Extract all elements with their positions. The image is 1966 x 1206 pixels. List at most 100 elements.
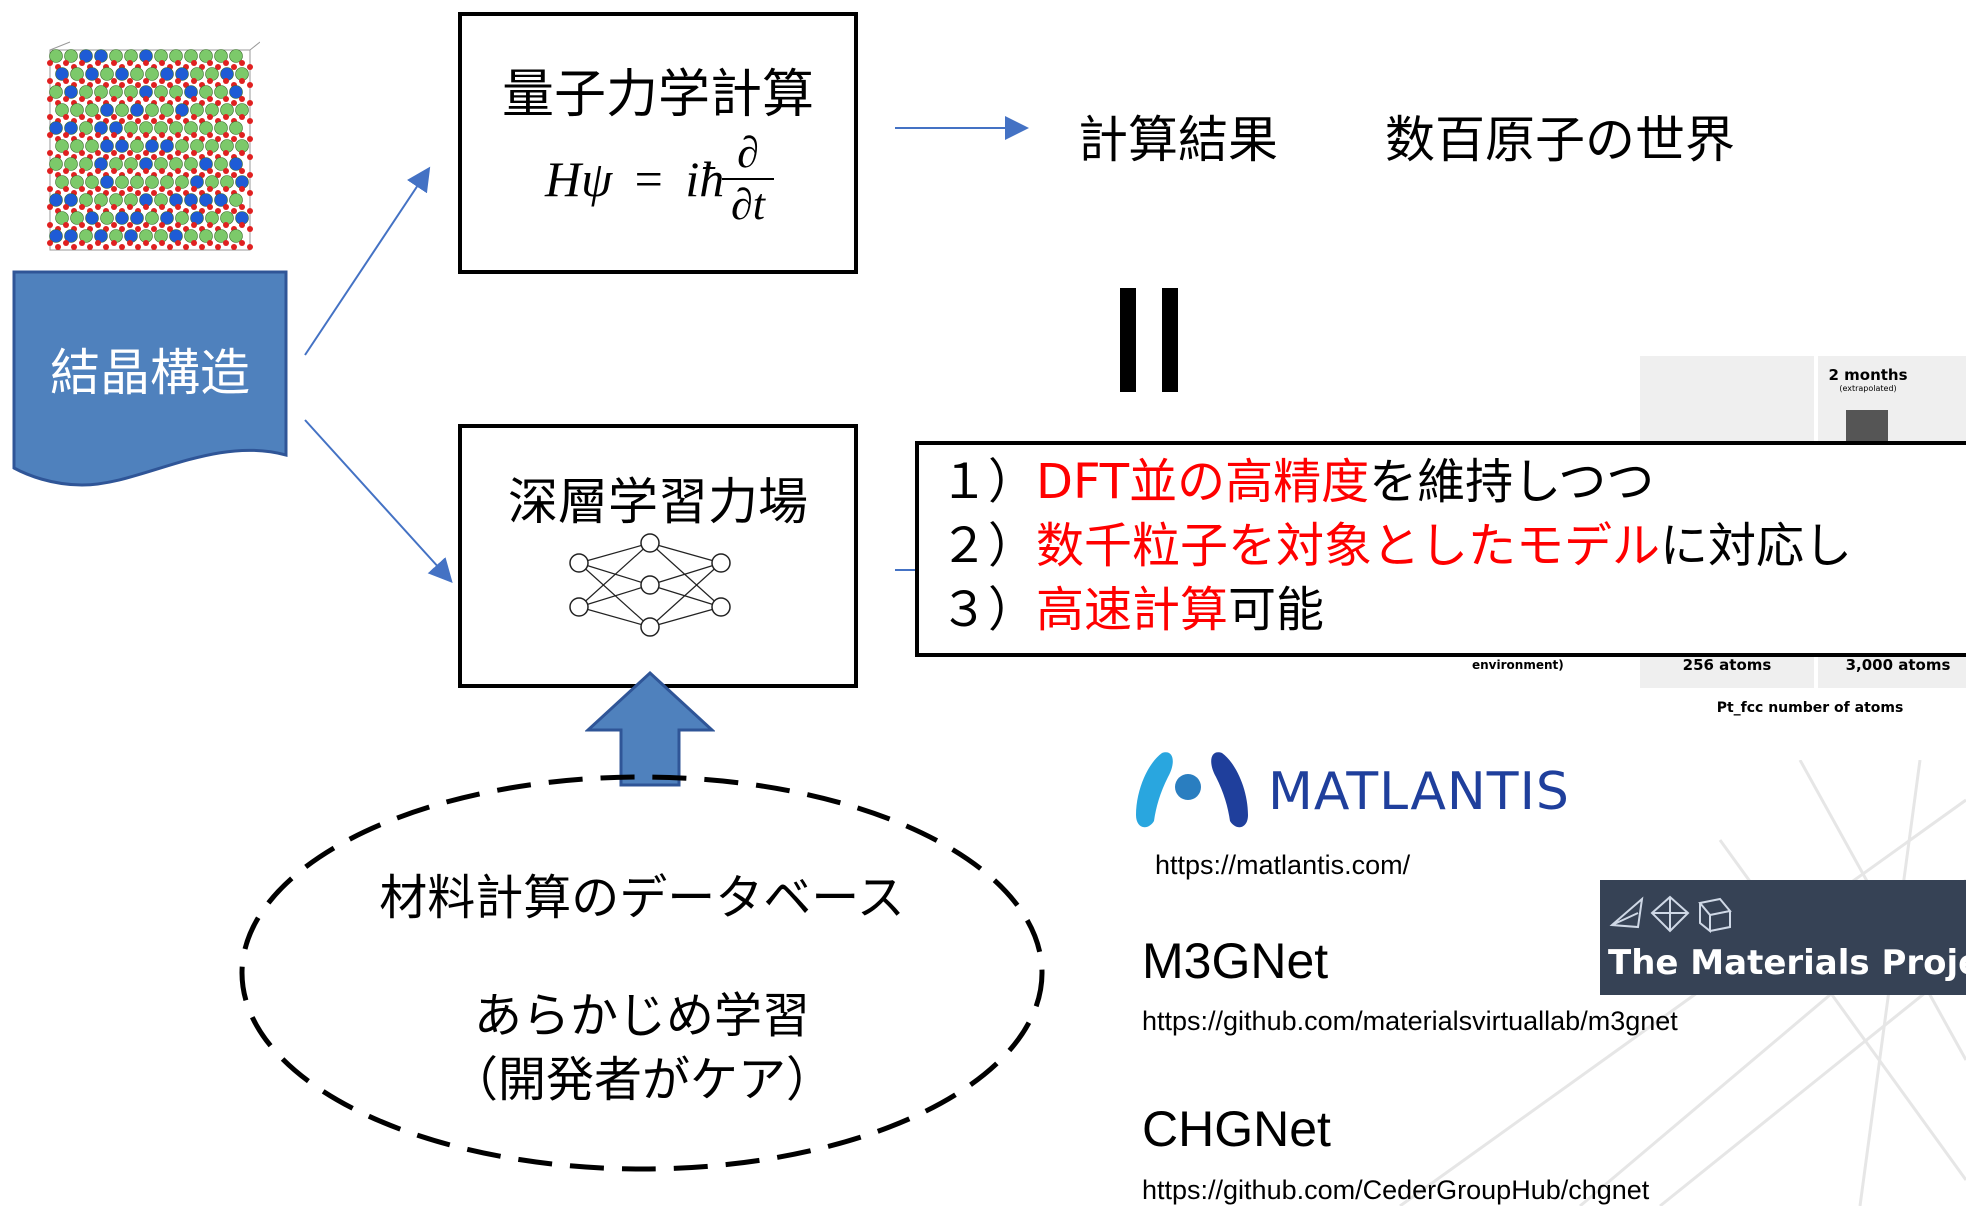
crystal-oxygen [63, 78, 69, 84]
crystal-oxygen [207, 204, 213, 210]
crystal-oxygen [223, 132, 229, 138]
crystal-oxygen [231, 244, 237, 250]
crystal-oxygen [175, 60, 181, 66]
crystal-oxygen [143, 132, 149, 138]
materials-project-name: The Materials Project [1608, 943, 1966, 983]
equivalence-mark [1120, 288, 1182, 392]
crystal-oxygen [119, 190, 125, 196]
crystal-atom [49, 229, 63, 243]
crystal-oxygen [79, 78, 85, 84]
chgnet-url[interactable]: https://github.com/CederGroupHub/chgnet [1142, 1175, 1650, 1205]
crystal-oxygen [143, 204, 149, 210]
crystal-oxygen [143, 96, 149, 102]
crystal-oxygen [151, 244, 157, 250]
crystal-oxygen [239, 78, 245, 84]
crystal-oxygen [159, 114, 165, 120]
crystal-oxygen [239, 204, 245, 210]
crystal-oxygen [207, 168, 213, 174]
feature-3-highlight: 高速計算 [1036, 582, 1229, 638]
crystal-oxygen [119, 82, 125, 88]
crystal-oxygen [247, 154, 253, 160]
crystal-atom [85, 103, 99, 117]
crystal-oxygen [159, 204, 165, 210]
crystal-oxygen [127, 114, 133, 120]
crystal-oxygen [127, 60, 133, 66]
database-line3: （開発者がケア） [449, 1052, 834, 1108]
crystal-oxygen [239, 60, 245, 66]
feature-2-highlight: 数千粒子を対象としたモデル [1036, 518, 1661, 574]
crystal-atom [94, 49, 108, 63]
crystal-oxygen [207, 240, 213, 246]
crystal-oxygen [191, 150, 197, 156]
crystal-oxygen [191, 186, 197, 192]
result-scale: 数百原子の世界 [1385, 111, 1735, 169]
crystal-oxygen [79, 222, 85, 228]
crystal-oxygen [95, 186, 101, 192]
m3gnet-url[interactable]: https://github.com/materialsvirtuallab/m… [1142, 1006, 1678, 1036]
crystal-atom [130, 67, 144, 81]
crystal-atom [85, 139, 99, 153]
crystal-oxygen [223, 78, 229, 84]
crystal-atom [55, 211, 69, 225]
crystal-atom [145, 211, 159, 225]
crystal-oxygen [143, 186, 149, 192]
crystal-oxygen [47, 78, 53, 84]
crystal-oxygen [111, 240, 117, 246]
crystal-oxygen [247, 64, 253, 70]
crystal-atom [115, 139, 129, 153]
crystal-atom [190, 139, 204, 153]
crystal-oxygen [191, 132, 197, 138]
crystal-atom [49, 121, 63, 135]
crystal-atom [100, 103, 114, 117]
crystal-oxygen [239, 186, 245, 192]
crystal-oxygen [159, 60, 165, 66]
crystal-atom [199, 193, 213, 207]
matlantis-url[interactable]: https://matlantis.com/ [1155, 850, 1411, 880]
feature-1-rest: を維持しつつ [1369, 454, 1655, 510]
crystal-oxygen [95, 150, 101, 156]
crystal-oxygen [207, 114, 213, 120]
equivalence-bar-right [1162, 288, 1178, 392]
crystal-oxygen [127, 132, 133, 138]
crystal-oxygen [71, 244, 77, 250]
crystal-oxygen [247, 226, 253, 232]
chart-atoms-1: 256 atoms [1682, 656, 1772, 674]
crystal-oxygen [167, 190, 173, 196]
crystal-oxygen [167, 226, 173, 232]
crystal-oxygen [79, 114, 85, 120]
crystal-oxygen [151, 190, 157, 196]
crystal-oxygen [175, 204, 181, 210]
crystal-atom [79, 157, 93, 171]
crystal-oxygen [167, 118, 173, 124]
feature-3-rest: 可能 [1228, 582, 1325, 638]
crystal-atom [64, 85, 78, 99]
crystal-oxygen [191, 168, 197, 174]
crystal-oxygen [239, 240, 245, 246]
crystal-oxygen [135, 190, 141, 196]
equation-fraction-bar [722, 178, 774, 180]
feature-item-3: ３）高速計算可能 [940, 578, 1852, 642]
crystal-atom [184, 85, 198, 99]
crystal-atom [49, 157, 63, 171]
feature-item-1: １）DFT並の高精度を維持しつつ [940, 450, 1852, 514]
crystal-oxygen [199, 244, 205, 250]
crystal-oxygen [95, 204, 101, 210]
crystal-atom [175, 67, 189, 81]
crystal-oxygen [175, 114, 181, 120]
crystal-oxygen [127, 204, 133, 210]
crystal-oxygen [175, 96, 181, 102]
crystal-atom [130, 139, 144, 153]
crystal-atom [64, 49, 78, 63]
crystal-oxygen [47, 132, 53, 138]
crystal-atom [184, 193, 198, 207]
crystal-atom [79, 193, 93, 207]
crystal-atom [130, 211, 144, 225]
crystal-oxygen [191, 60, 197, 66]
crystal-oxygen [223, 222, 229, 228]
crystal-oxygen [159, 240, 165, 246]
crystal-atom [94, 157, 108, 171]
crystal-oxygen [79, 150, 85, 156]
crystal-oxygen [215, 64, 221, 70]
crystal-oxygen [111, 222, 117, 228]
crystal-oxygen [215, 244, 221, 250]
